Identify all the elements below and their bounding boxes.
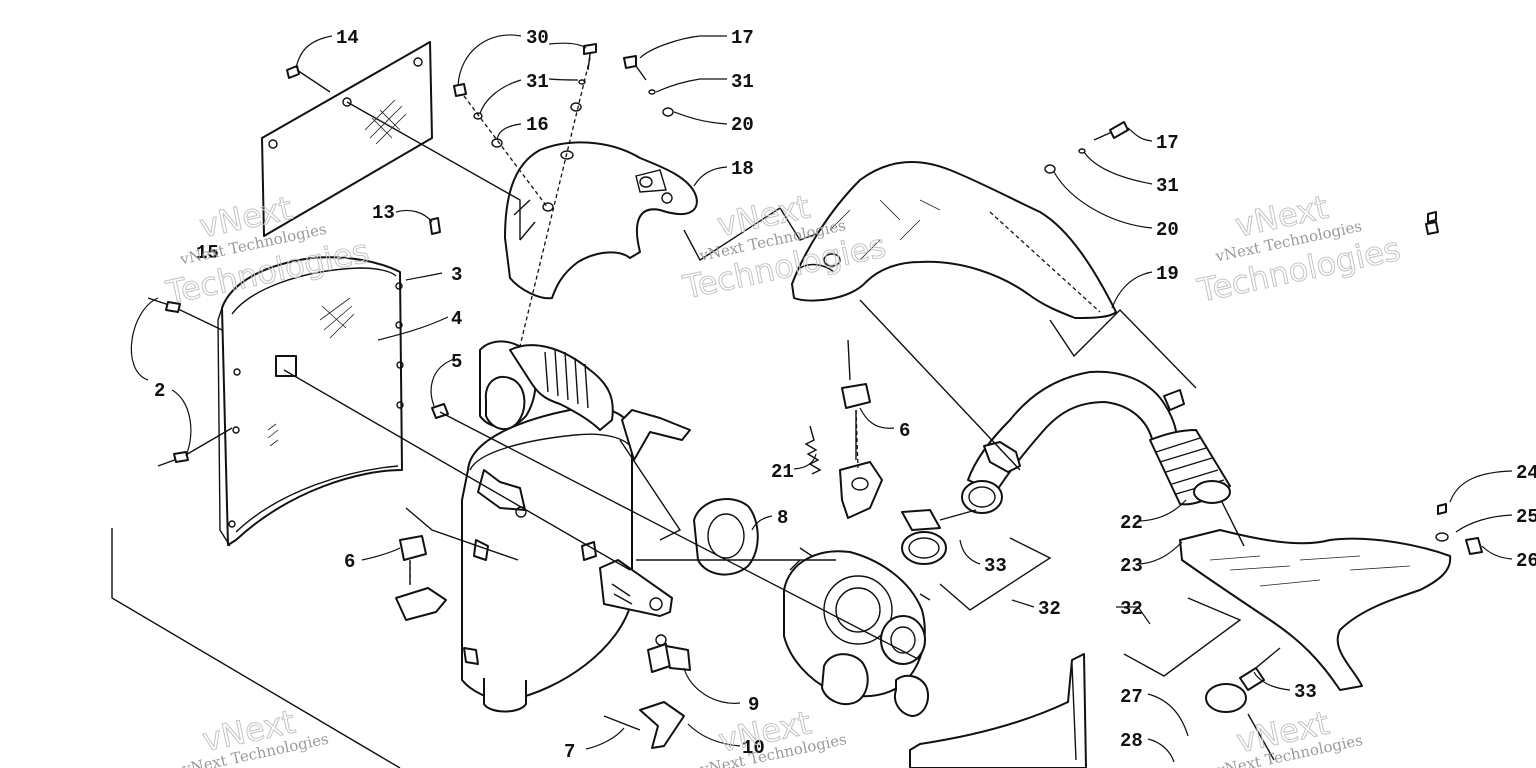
- callout-22: 22: [1120, 512, 1143, 534]
- callout-14: 14: [336, 27, 359, 49]
- callout-20-top: 20: [731, 114, 754, 136]
- callout-5: 5: [451, 351, 462, 373]
- callout-17-right: 17: [1156, 132, 1179, 154]
- callout-10: 10: [742, 737, 765, 759]
- part-18-heat-shield: [504, 141, 698, 300]
- part-6-grommet-left: [395, 535, 447, 621]
- watermark-top-right: vNext vNext Technologies Technologies: [1193, 187, 1404, 310]
- callout-33-upper: 33: [984, 555, 1007, 577]
- part-21-spring: [804, 425, 822, 475]
- callout-33-lower: 33: [1294, 681, 1317, 703]
- assembly-lines: [111, 57, 1275, 768]
- callout-labels: 14 30 31 16 17 31 20 18 17 31 20 19 13 1…: [154, 27, 1536, 763]
- part-9-isolator: [647, 634, 691, 673]
- callout-16: 16: [526, 114, 549, 136]
- callout-25: 25: [1516, 506, 1536, 528]
- callout-4: 4: [451, 308, 462, 330]
- callout-28: 28: [1120, 730, 1143, 752]
- callout-6-left: 6: [344, 551, 355, 573]
- part-3-side-panel: [217, 256, 404, 547]
- callout-13: 13: [372, 202, 395, 224]
- part-14-heat-shield-plate: [261, 41, 433, 237]
- callout-2: 2: [154, 380, 165, 402]
- part-33-clamp-lower: [1205, 647, 1281, 713]
- callout-17-top: 17: [731, 27, 754, 49]
- part-2-rivets: [147, 297, 233, 467]
- part-7-bracket: [603, 701, 685, 749]
- callout-31-mid: 31: [731, 71, 754, 93]
- callout-30: 30: [526, 27, 549, 49]
- callout-31-top: 31: [526, 71, 549, 93]
- callout-23: 23: [1120, 555, 1143, 577]
- part-14-screw: [286, 65, 331, 93]
- part-23-skid-plate: [1179, 529, 1452, 691]
- callout-27: 27: [1120, 686, 1143, 708]
- callout-leaders: [130, 34, 1513, 763]
- bottom-shield: [909, 653, 1087, 768]
- callout-20-right: 20: [1156, 219, 1179, 241]
- callout-31-right: 31: [1156, 175, 1179, 197]
- callout-21: 21: [771, 461, 794, 483]
- callout-26: 26: [1516, 550, 1536, 572]
- callout-19: 19: [1156, 263, 1179, 285]
- callout-32-left: 32: [1120, 598, 1143, 620]
- callout-6-right: 6: [899, 420, 910, 442]
- callout-3: 3: [451, 264, 462, 286]
- part-8-gasket: [693, 497, 759, 576]
- callout-24: 24: [1516, 462, 1536, 484]
- part-22-exhaust-pipe: [961, 370, 1231, 514]
- part-6-grommet-right: [839, 383, 883, 519]
- watermark-bottom-center: vNext vNext Technologies: [698, 703, 848, 768]
- part-33-clamp-upper: [901, 509, 977, 565]
- fasteners-top: [429, 43, 1483, 555]
- callout-8: 8: [777, 507, 788, 529]
- callout-15: 15: [196, 242, 219, 264]
- callout-32-right: 32: [1038, 598, 1061, 620]
- callout-18: 18: [731, 158, 754, 180]
- turbocharger: [783, 547, 931, 717]
- part-muffler-assembly: [461, 340, 691, 713]
- watermark-bottom-right: vNext vNext Technologies: [1214, 703, 1364, 768]
- callout-9: 9: [748, 694, 759, 716]
- part-19-heat-shield: [791, 161, 1117, 319]
- callout-7: 7: [564, 741, 575, 763]
- watermark-bottom-left: vNext vNext Technologies: [180, 702, 330, 768]
